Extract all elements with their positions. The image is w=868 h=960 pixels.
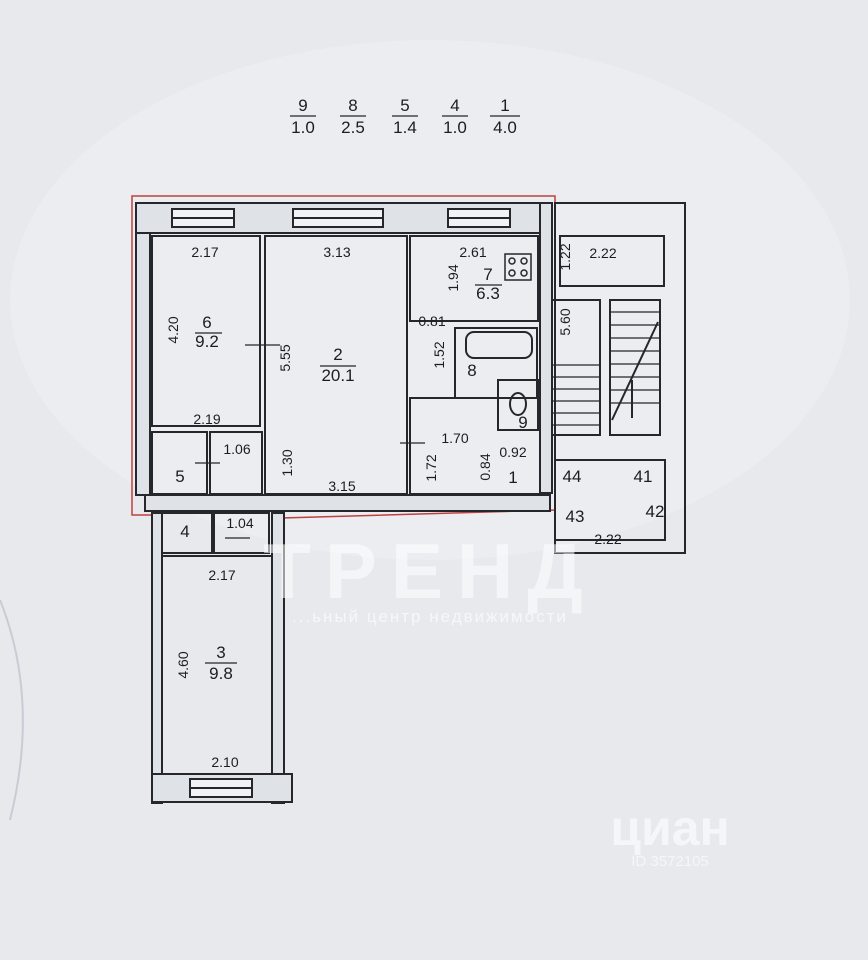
flat-44: 44: [563, 467, 582, 486]
room-3-length: 4.60: [175, 651, 191, 678]
room-1-width: 1.70: [441, 430, 468, 446]
flat-42: 42: [646, 502, 665, 521]
stair-run-left: [551, 299, 601, 436]
legend-area-1: 4.0: [493, 118, 517, 137]
stairwell: [554, 202, 686, 554]
room-6-number: 6: [202, 313, 211, 332]
legend-room-9: 9: [298, 96, 307, 115]
stairwell-top: [559, 235, 665, 287]
room-3-bottom-width: 2.10: [211, 754, 238, 770]
watermark-site: циан: [610, 800, 729, 856]
room-3-wall: [151, 512, 163, 804]
legend-area-8: 2.5: [341, 118, 365, 137]
legend-room-1: 1: [500, 96, 509, 115]
room-1-d3: 0.92: [499, 444, 526, 460]
room-4-number: 4: [180, 522, 189, 541]
room-9-number: 9: [518, 413, 527, 432]
room-3-area: 9.8: [209, 664, 233, 683]
room-6-area: 9.2: [195, 332, 219, 351]
room-6-length: 4.20: [165, 316, 181, 343]
room-2-area: 20.1: [321, 366, 354, 385]
middle-wall: [144, 494, 551, 512]
watermark-subtitle: ...ьный центр недвижимости: [292, 607, 568, 626]
legend-area-4: 1.0: [443, 118, 467, 137]
room-4-width: 1.04: [226, 515, 253, 531]
room-4b: [213, 512, 270, 554]
room-3-width: 2.17: [208, 567, 235, 583]
room-2-side: 1.30: [279, 449, 295, 476]
toilet: [509, 392, 527, 416]
stairs-bottom-width: 2.22: [594, 531, 621, 547]
stairs-top-depth: 1.22: [557, 243, 573, 270]
room-2-number: 2: [333, 345, 342, 364]
legend-area-9: 1.0: [291, 118, 315, 137]
stair-run-right: [609, 299, 661, 436]
stair-bottom: [554, 459, 666, 541]
watermark-brand: ТРЕНД: [263, 527, 597, 615]
stairs-top-width: 2.22: [589, 245, 616, 261]
room-8-d1: 0.81: [418, 313, 445, 329]
room-5-number: 5: [175, 467, 184, 486]
flat-41: 41: [634, 467, 653, 486]
left-wall: [135, 232, 151, 496]
legend-room-8: 8: [348, 96, 357, 115]
watermark-code: ID 3572105: [631, 853, 709, 870]
room-7-width: 2.61: [459, 244, 486, 260]
room-8-number: 8: [467, 361, 476, 380]
room-6: [151, 235, 261, 427]
right-wall: [539, 202, 553, 494]
legend-area-5: 1.4: [393, 118, 417, 137]
room-9: [497, 379, 539, 431]
room-2-length: 5.55: [277, 344, 293, 371]
room-8-d2: 1.52: [431, 341, 447, 368]
room-2-width: 3.13: [323, 244, 350, 260]
room-2-bottom-width: 3.15: [328, 478, 355, 494]
room-1-number: 1: [508, 468, 517, 487]
room-5-width: 1.06: [223, 441, 250, 457]
flat-43: 43: [566, 507, 585, 526]
area-legend: 9 1.0 8 2.5 5 1.4 4 1.0 1 4.0: [290, 96, 520, 137]
room-1-d1: 1.72: [423, 454, 439, 481]
room-3-number: 3: [216, 643, 225, 662]
room-7-number: 7: [483, 265, 492, 284]
bathtub: [465, 331, 533, 359]
legend-room-4: 4: [450, 96, 459, 115]
stairs-height: 5.60: [557, 308, 573, 335]
room-7: [409, 235, 539, 322]
room-1-d2: 0.84: [477, 453, 493, 480]
legend-room-5: 5: [400, 96, 409, 115]
room-6-bottom-width: 2.19: [193, 411, 220, 427]
room-7-area: 6.3: [476, 284, 500, 303]
room-7-length: 1.94: [445, 264, 461, 291]
room-6-width: 2.17: [191, 244, 218, 260]
stove-icon: [504, 253, 532, 281]
stamp-arc: [0, 599, 24, 821]
